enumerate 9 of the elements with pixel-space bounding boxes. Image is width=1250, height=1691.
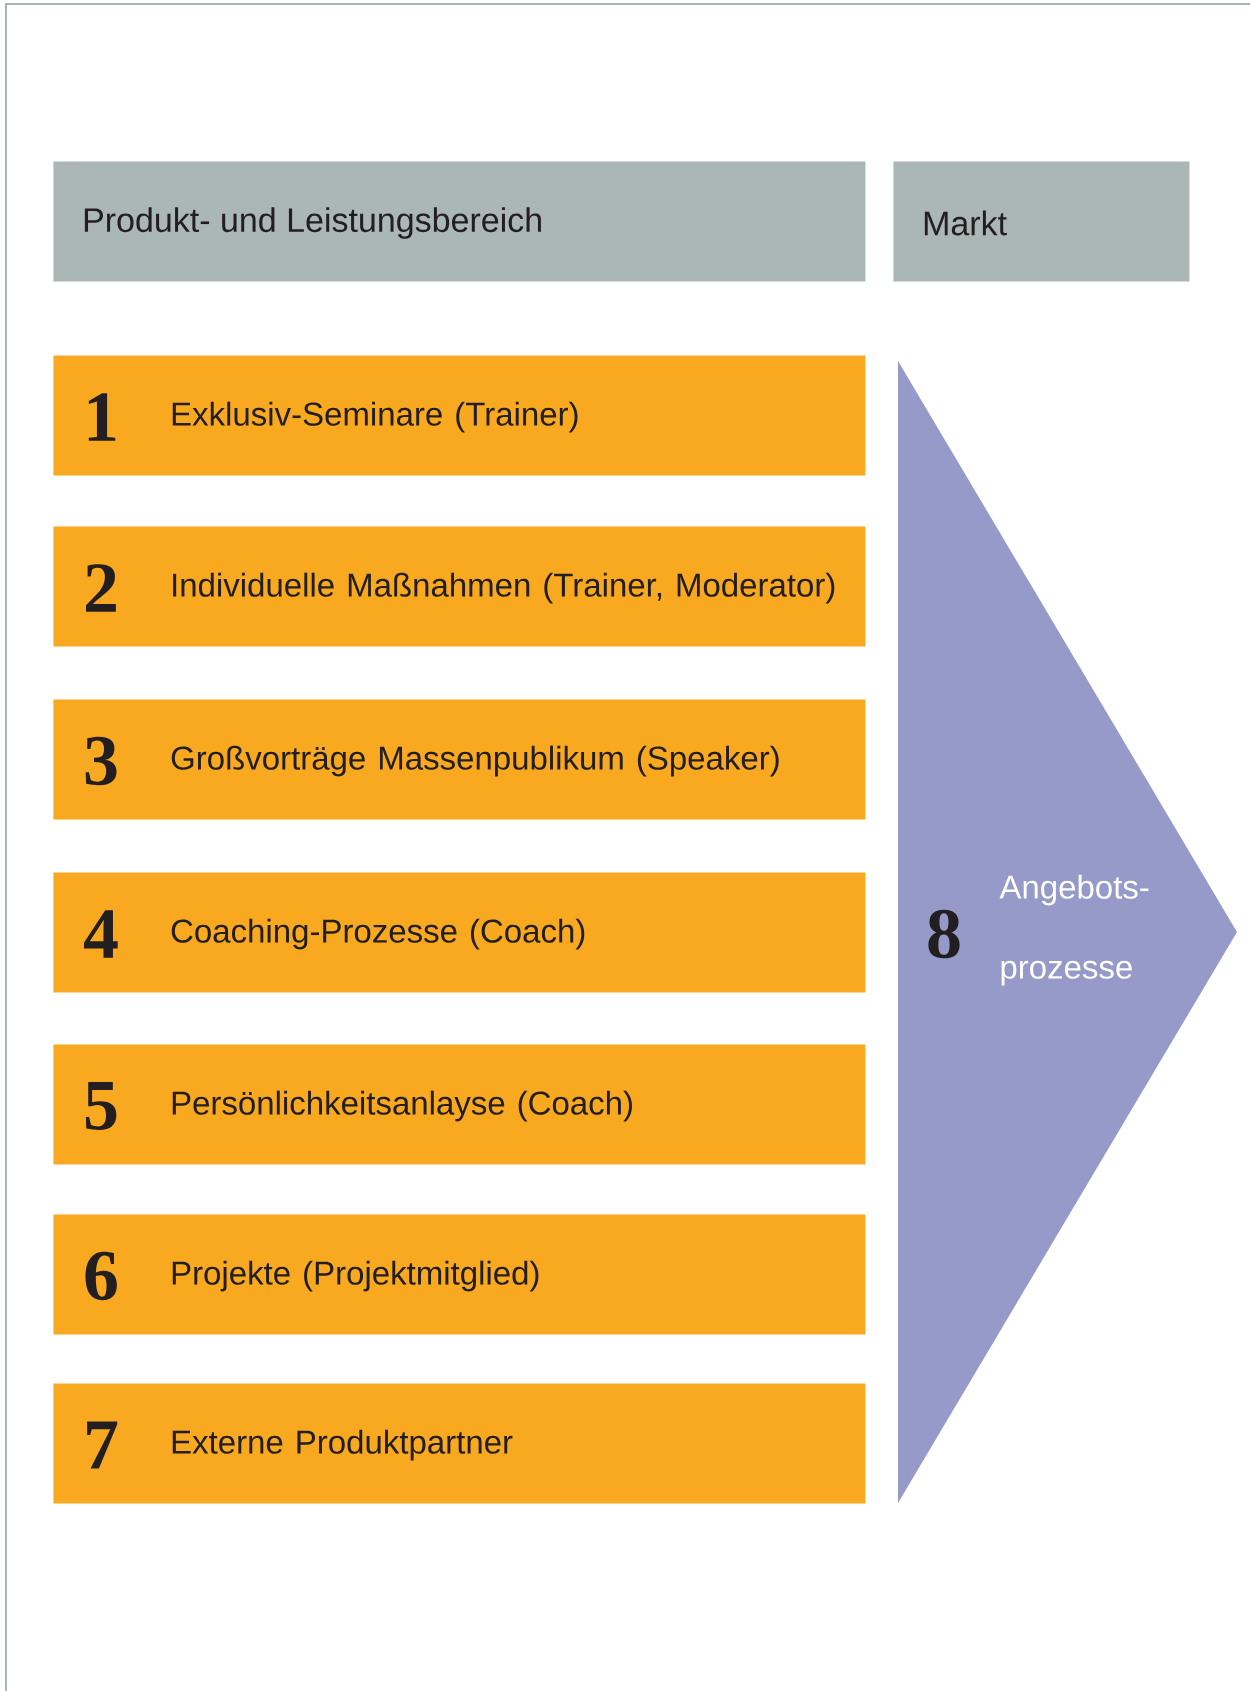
header-box: Produkt- und Leistungsbereich xyxy=(53,161,866,282)
item-box: 3 Großvorträge Massenpublikum (Speaker) xyxy=(53,699,866,820)
item-box: 6 Projekte (Projektmitglied) xyxy=(53,1214,866,1335)
item-box: 1 Exklusiv-Seminare (Trainer) xyxy=(53,355,866,476)
item-box: 5 Persönlichkeitsanlayse (Coach) xyxy=(53,1044,866,1165)
item-box: 7 Externe Produktpartner xyxy=(53,1383,866,1504)
item-box: 4 Coaching-Prozesse (Coach) xyxy=(53,872,866,993)
header-box: Markt xyxy=(893,161,1190,282)
item-box: 2 Individuelle Maßnahmen (Trainer, Moderator) xyxy=(53,526,866,647)
